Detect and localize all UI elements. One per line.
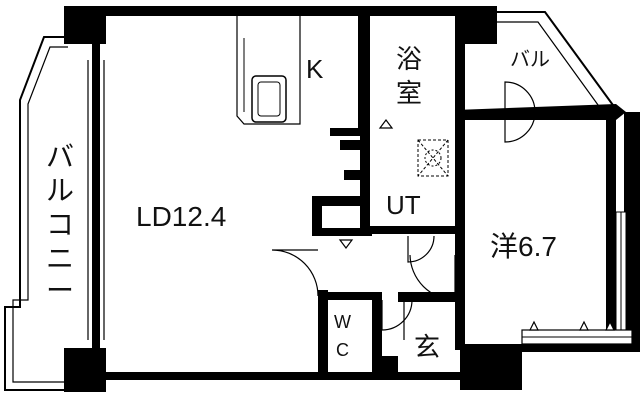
- room-label-small-balcony: バル: [510, 49, 550, 71]
- room-label-kitchen: K: [306, 54, 324, 84]
- room-label-wc-1: W: [334, 312, 351, 332]
- closet: [521, 320, 633, 345]
- washer-space: [417, 139, 449, 177]
- room-label-ld: LD12.4: [136, 201, 226, 232]
- room-label-bath-2: 室: [396, 78, 422, 108]
- room-label-wc-2: C: [336, 340, 349, 360]
- kitchen-counter: [236, 16, 301, 125]
- outer-walls: [64, 6, 640, 392]
- balcony-char-1: バ: [46, 141, 74, 172]
- balcony-char-5-span: ー: [46, 275, 74, 306]
- room-label-western: 洋6.7: [490, 231, 557, 262]
- bath-door-arrow: [378, 119, 394, 129]
- door-swings: [271, 81, 536, 340]
- balcony-vertical-label: バ ル コ ニ ー: [46, 141, 74, 306]
- right-window: [615, 211, 627, 333]
- left-balcony: [4, 36, 68, 391]
- balcony-char-5: ー: [46, 275, 74, 306]
- room-label-entrance: 玄: [414, 332, 440, 362]
- room-label-bath-1: 浴: [396, 44, 422, 74]
- right-balcony: [497, 11, 619, 117]
- ut-door-arrow: [338, 239, 354, 249]
- left-window: [87, 60, 105, 340]
- room-label-ut: UT: [386, 190, 421, 220]
- balcony-char-2: ル: [46, 175, 74, 206]
- balcony-char-3: コ: [46, 209, 74, 240]
- balcony-char-4: ニ: [46, 243, 74, 274]
- interior-walls: [312, 16, 465, 372]
